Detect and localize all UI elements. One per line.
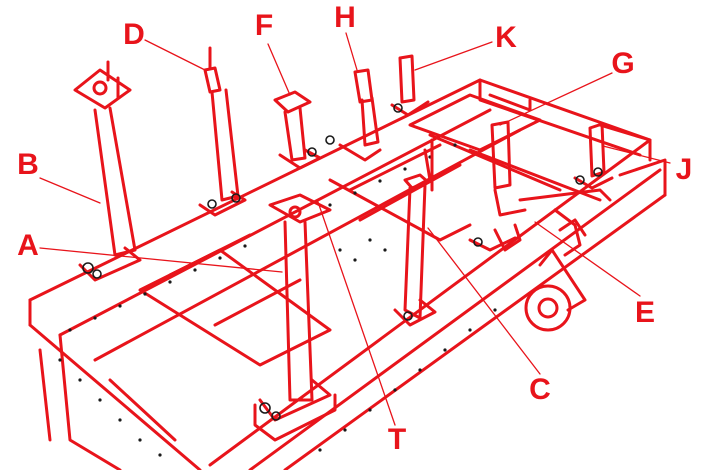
leader-d [144, 39, 206, 71]
post-h [338, 68, 382, 162]
label-f: F [254, 9, 274, 42]
post-f [273, 90, 322, 170]
label-d: D [123, 18, 145, 51]
rivet-dots [58, 143, 497, 457]
label-a: A [17, 229, 39, 262]
label-k: K [495, 21, 517, 54]
leader-h [345, 32, 358, 71]
label-e: E [634, 296, 656, 329]
post-k [390, 54, 430, 117]
leader-c [427, 227, 541, 375]
leader-b [39, 177, 101, 204]
leader-a [39, 247, 283, 273]
post-c [393, 138, 437, 327]
leader-g [499, 72, 613, 126]
label-h: H [334, 1, 356, 34]
leader-j [602, 145, 671, 164]
label-b: B [17, 148, 39, 181]
post-b [73, 60, 142, 282]
post-d [198, 46, 247, 217]
leader-k [414, 41, 493, 71]
leader-f [267, 43, 291, 96]
post-g [468, 120, 527, 252]
post-a [253, 193, 337, 442]
label-j: J [675, 153, 693, 186]
post-j [518, 122, 614, 202]
label-g: G [611, 47, 635, 80]
leader-e [534, 221, 641, 297]
label-t: T [387, 423, 407, 456]
label-c: C [529, 373, 551, 406]
mounting-pads [82, 103, 603, 421]
caster-wheel [524, 248, 587, 332]
post-e-bracket [553, 208, 587, 257]
leader-t [317, 201, 396, 426]
leader-lines [39, 32, 671, 426]
